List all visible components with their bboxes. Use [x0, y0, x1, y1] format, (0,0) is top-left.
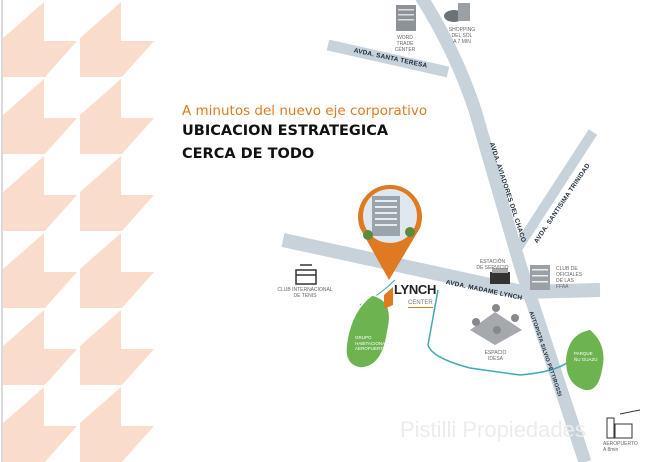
parque-area: [566, 330, 604, 391]
poi-club-tenis: CLUB INTERNACIONAL DE TENIS: [277, 287, 333, 299]
decorative-pattern: [1, 0, 157, 462]
road-aviadores: [415, 0, 592, 462]
gas-station-icon: [490, 268, 510, 284]
shopping-icon: [444, 3, 470, 22]
lynch-logo: LYNCH: [394, 282, 437, 297]
road-madame-lynch: [281, 233, 601, 300]
grupo-habitacional-area: [345, 294, 391, 369]
road-santa-teresa: [326, 39, 450, 78]
road-trinidad: [510, 129, 598, 255]
poi-espacio-idesa: ESPACIO IDESA: [484, 350, 507, 362]
headline-title: UBICACION ESTRATEGICA: [182, 123, 389, 139]
watermark: Pistilli Propiedades: [400, 417, 586, 442]
lynch-logo-arrow: [384, 287, 393, 309]
poi-estacion: ESTACIÓN DE SERVICIO: [476, 259, 509, 271]
club-building-icon: [530, 265, 550, 290]
building-icon: [396, 5, 416, 31]
poi-shopping: SHOPPING DEL SOL A 7 MIN: [448, 27, 476, 45]
plaza-icon: [470, 304, 522, 345]
walk-path: [427, 289, 569, 376]
headline-title-2: CERCA DE TODO: [182, 146, 315, 162]
tennis-icon: [295, 264, 317, 285]
poi-wtc: WORD TRADE CENTER: [394, 35, 416, 53]
headline-subtitle: A minutos del nuevo eje corporativo: [182, 103, 428, 119]
poi-grupo-habitacional: GRUPO HABITACIONAL AEROPUERTO: [355, 335, 388, 351]
airport-icon: [606, 409, 641, 439]
poi-aeropuerto: AEROPUERTO A 8min: [603, 441, 638, 453]
lynch-logo-sub: CENTER: [408, 300, 433, 308]
poi-club-oficiales: CLUB DE OFICIALES DE LAS FFAA: [556, 266, 583, 290]
poi-parque: PARQUE ÑU GUAZÚ: [574, 351, 598, 362]
